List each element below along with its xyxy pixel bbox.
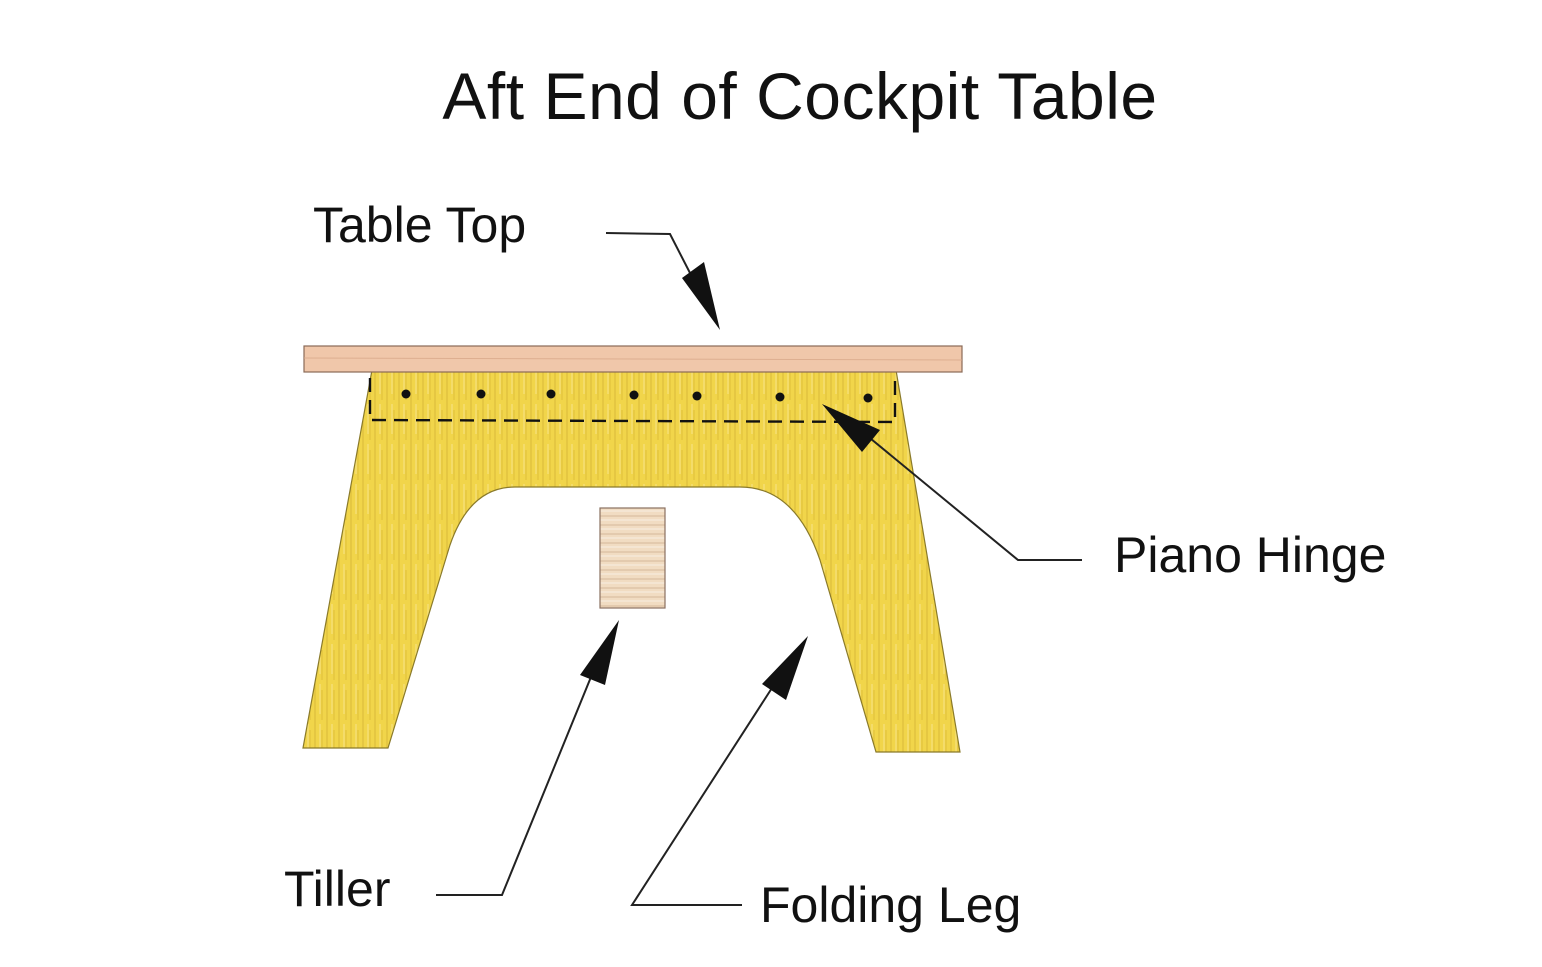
table-top-arrowhead bbox=[682, 262, 720, 330]
folding-leg-leader bbox=[630, 659, 791, 906]
piano-hinge-arrowhead bbox=[822, 404, 880, 452]
hinge-screw bbox=[546, 389, 556, 399]
tiller-label: Tiller bbox=[284, 861, 391, 917]
hinge-screw bbox=[775, 392, 785, 402]
piano-hinge-label: Piano Hinge bbox=[1114, 527, 1387, 583]
leader-lines bbox=[436, 232, 1082, 906]
hinge-screw bbox=[692, 391, 702, 401]
folding-leg-label: Folding Leg bbox=[760, 877, 1022, 933]
table-top-label: Table Top bbox=[313, 197, 527, 253]
diagram-title: Aft End of Cockpit Table bbox=[442, 59, 1158, 133]
folding-leg-shape bbox=[302, 369, 961, 753]
leader-arrowheads bbox=[580, 262, 880, 700]
folding-leg-arrowhead bbox=[762, 636, 808, 700]
piano-hinge-leader bbox=[847, 419, 1082, 561]
tiller-arrowhead bbox=[580, 620, 619, 685]
tiller-section bbox=[599, 507, 666, 609]
hinge-screw bbox=[629, 390, 639, 400]
hinge-screw bbox=[401, 389, 411, 399]
hinge-screw bbox=[476, 389, 486, 399]
tiller-leader bbox=[436, 649, 603, 896]
hinge-screw bbox=[863, 393, 873, 403]
hinge-screws bbox=[401, 389, 873, 403]
